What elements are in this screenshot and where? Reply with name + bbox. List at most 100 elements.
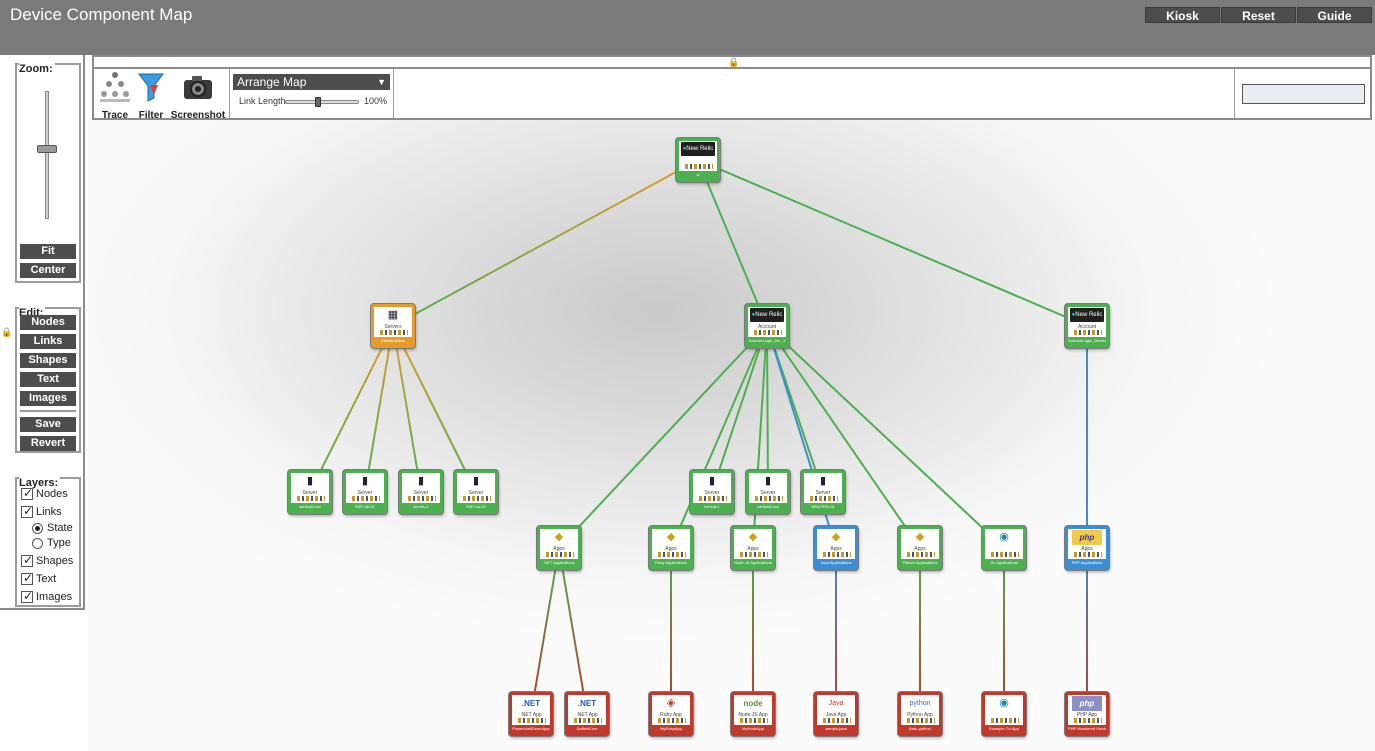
servers-icon: ▦: [387, 309, 399, 321]
map-link-n2-a6[interactable]: [766, 325, 1005, 549]
center-button[interactable]: Center: [20, 263, 76, 278]
layer-nodes-checkbox[interactable]: [21, 486, 33, 501]
edit-shapes-button[interactable]: Shapes: [20, 353, 76, 368]
map-link-a1-p1[interactable]: [530, 547, 560, 715]
trace-label: Trace: [101, 110, 129, 121]
link-length-slider[interactable]: [285, 97, 359, 107]
zoom-slider-track[interactable]: [45, 91, 49, 219]
node-name-label: MyNodeApp: [734, 725, 772, 733]
map-link-n2-a2[interactable]: [670, 325, 768, 549]
toolbar-collapse-bar[interactable]: 🔒: [92, 55, 1372, 68]
toolbar-separator: [1234, 69, 1235, 118]
node-status-badges: [907, 718, 935, 723]
layers-group: Layers: Nodes Links State Type Shapes Te…: [15, 477, 81, 607]
fit-button[interactable]: Fit: [20, 244, 76, 259]
link-length-value: 100%: [364, 96, 388, 106]
node-name-label: PHP Applications: [1068, 559, 1106, 567]
link-mode-type-radio[interactable]: [32, 537, 43, 549]
node-class-label: Apps: [1081, 546, 1093, 552]
link-mode-state-radio[interactable]: [32, 522, 43, 534]
newrelic-icon: New Relic: [681, 142, 715, 156]
layer-links-label: Links: [36, 506, 62, 518]
map-node[interactable]: ◉Example Go App: [982, 692, 1026, 736]
map-link-n1-s1[interactable]: [309, 325, 394, 493]
zoom-group: Zoom: Fit Center: [15, 63, 81, 283]
filter-tool[interactable]: Filter: [136, 71, 166, 121]
newrelic-icon: New Relic: [750, 308, 784, 322]
search-input[interactable]: [1242, 84, 1365, 104]
php-icon: php: [1072, 696, 1102, 711]
guide-button[interactable]: Guide: [1297, 7, 1372, 23]
layer-shapes-checkbox[interactable]: [21, 553, 33, 568]
lock-icon[interactable]: 🔒: [1, 327, 13, 337]
save-button[interactable]: Save: [20, 417, 76, 432]
map-link-n2-a1[interactable]: [558, 325, 768, 549]
map-link-n1-s2[interactable]: [364, 325, 394, 493]
node-status-badges: [297, 496, 325, 501]
edit-text-button[interactable]: Text: [20, 372, 76, 387]
map-link-n2-s6[interactable]: [766, 325, 769, 493]
node-name-label: MyRubyApp: [652, 725, 690, 733]
node-name-label: Example Go App: [985, 725, 1023, 733]
node-status-badges: [1074, 552, 1102, 557]
layer-links-checkbox[interactable]: [21, 504, 33, 519]
link-length-slider-handle[interactable]: [314, 97, 321, 107]
map-node[interactable]: ◉Go Applications: [982, 526, 1026, 570]
node-name-label: EM7-cu-02: [457, 503, 495, 511]
arrange-map-label: Arrange Map: [237, 75, 307, 89]
map-link-n1-s4[interactable]: [392, 325, 477, 493]
layer-text-checkbox[interactable]: [21, 571, 33, 586]
arrange-map-dropdown[interactable]: Arrange Map ▼: [233, 74, 390, 90]
reset-button[interactable]: Reset: [1221, 7, 1296, 23]
screenshot-tool[interactable]: Screenshot: [170, 71, 226, 121]
zoom-slider-handle[interactable]: [37, 145, 57, 153]
map-link-n2-s5[interactable]: [711, 325, 768, 493]
node-status-badges: [518, 718, 546, 723]
edit-nodes-button[interactable]: Nodes: [20, 315, 76, 330]
trace-tool[interactable]: Trace: [98, 71, 132, 121]
lock-icon[interactable]: 🔒: [728, 57, 740, 67]
node-status-badges: [755, 496, 783, 501]
map-link-n1-s3[interactable]: [392, 325, 422, 493]
dotnet-icon: .NET: [577, 699, 597, 708]
link-mode-state-label: State: [47, 522, 73, 534]
node-name-label: DotNetCore: [568, 725, 606, 733]
map-link-n0-n3[interactable]: [697, 159, 1088, 327]
layer-images-checkbox[interactable]: [21, 589, 33, 604]
kiosk-button[interactable]: Kiosk: [1145, 7, 1220, 23]
map-link-a1-p2[interactable]: [558, 547, 588, 715]
edit-images-button[interactable]: Images: [20, 391, 76, 406]
revert-button[interactable]: Revert: [20, 436, 76, 451]
node-class-label: Node.JS App: [738, 712, 768, 718]
map-link-n0-n1[interactable]: [392, 159, 699, 327]
node-status-badges: [1074, 330, 1102, 335]
edit-links-button[interactable]: Links: [20, 334, 76, 349]
map-link-n2-a5[interactable]: [766, 325, 921, 549]
map-link-n0-n2[interactable]: [697, 159, 768, 327]
map-node[interactable]: ◆Apps.NET Applications: [537, 526, 581, 570]
